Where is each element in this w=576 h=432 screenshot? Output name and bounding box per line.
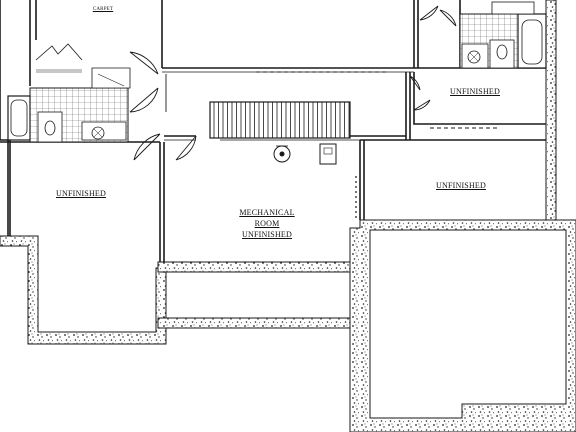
staircase xyxy=(209,101,351,139)
mechanical-label-line-1: MECHANICAL xyxy=(239,208,295,217)
mechanical-label-line-2: ROOM xyxy=(254,219,280,228)
mechanical-label-line-3: UNFINISHED xyxy=(242,230,292,239)
dashed-walls xyxy=(256,67,500,129)
right-bathroom xyxy=(459,1,547,69)
left-bathroom xyxy=(7,43,131,143)
mechanical-fixtures xyxy=(273,143,357,220)
room-label-mechanical: MECHANICAL ROOM UNFINISHED xyxy=(228,207,306,240)
door-swings xyxy=(129,5,457,161)
right-foundation-strip xyxy=(545,0,557,221)
room-label-unfinished-upper-right: UNFINISHED xyxy=(450,87,500,96)
room-label-carpet: CARPET xyxy=(92,7,114,12)
garage-slab xyxy=(369,229,567,419)
room-label-unfinished-left: UNFINISHED xyxy=(56,189,106,198)
room-label-unfinished-right: UNFINISHED xyxy=(436,181,486,190)
